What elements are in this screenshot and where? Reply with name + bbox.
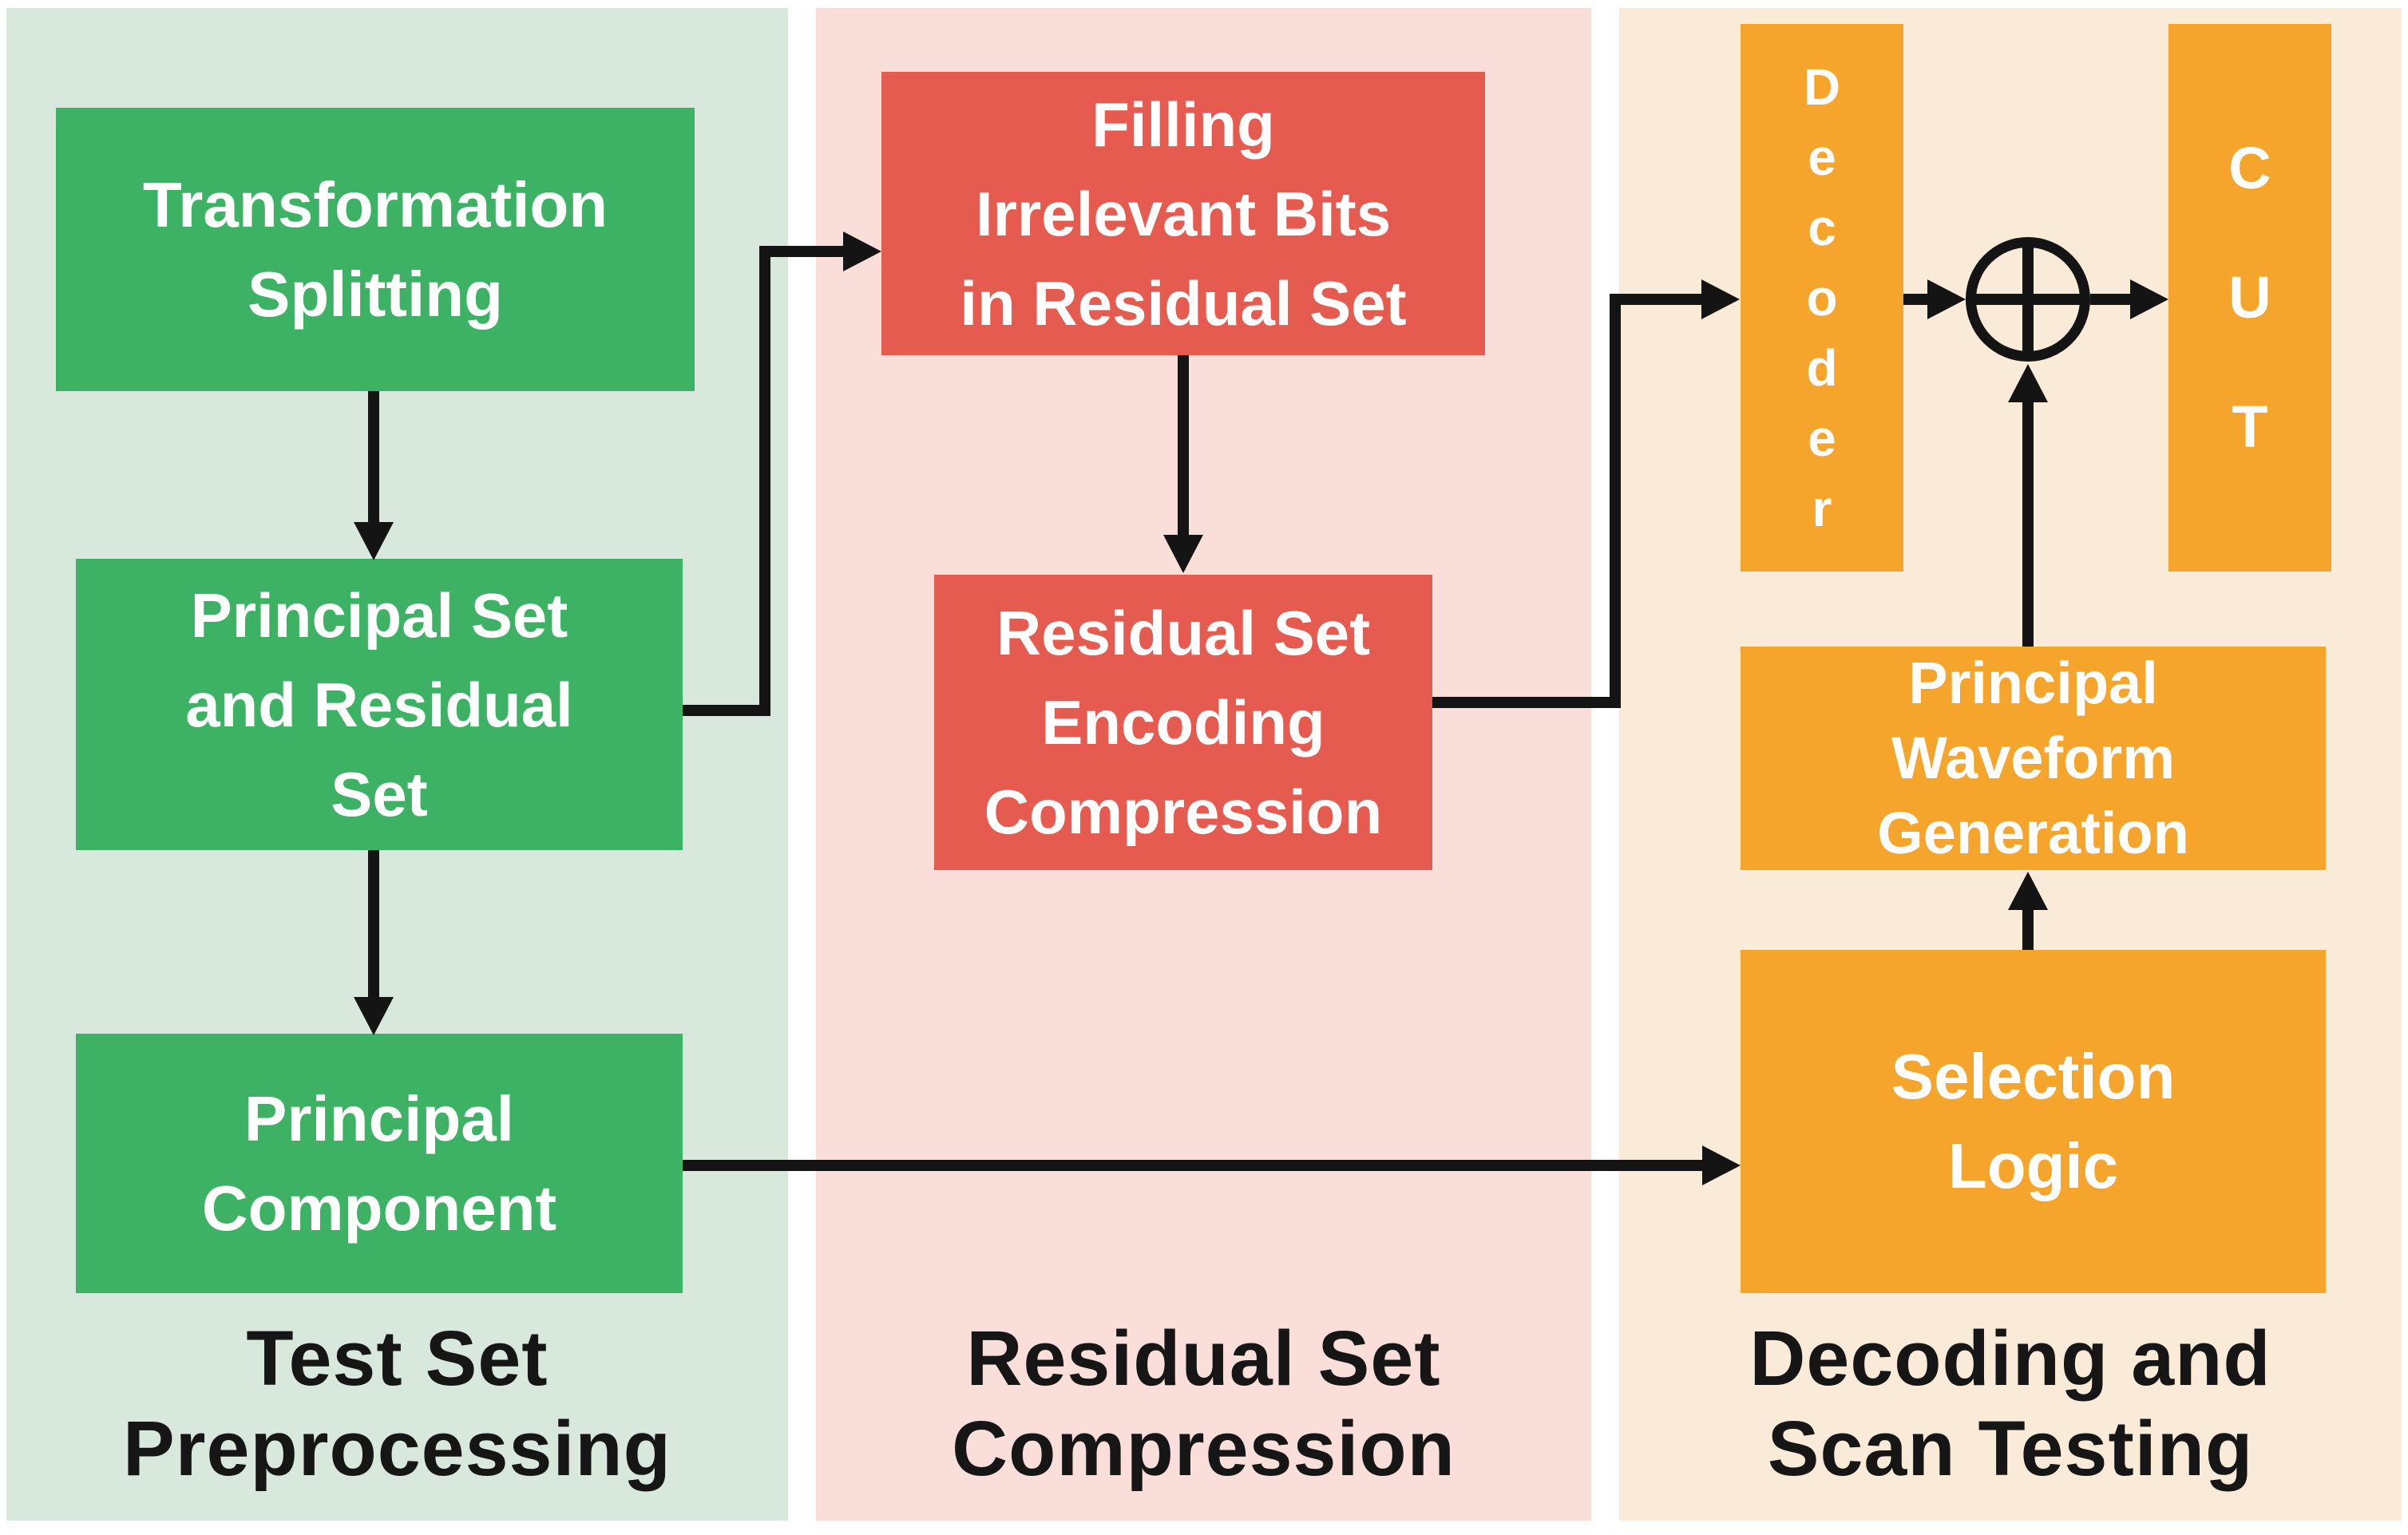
box-line: Generation [1877,800,2189,866]
pillar-letter: U [2228,264,2271,330]
box-line: Principal [244,1082,514,1154]
box-line: Selection [1891,1041,2176,1112]
box-decoder: D e c o d e r [1741,24,1903,572]
caption-line: Compression [952,1405,1455,1492]
pillar-letter: D [1803,58,1841,116]
box-line: Waveform [1891,725,2175,791]
caption-line: Decoding and [1749,1315,2271,1402]
pillar-letter: d [1806,339,1838,397]
box-line: Residual Set [996,598,1371,668]
caption-line: Residual Set [966,1315,1441,1402]
box-selection-logic: Selection Logic [1741,950,2326,1293]
caption-test-set-preprocessing: Test Set Preprocessing [6,1313,788,1493]
box-line: Transformation [142,168,608,240]
box-principal-set-and-residual-set: Principal Set and Residual Set [76,559,683,850]
box-line: Set [331,758,428,829]
pillar-letter: c [1808,199,1836,256]
pillar-letter: C [2228,135,2271,201]
box-transformation-splitting: Transformation Splitting [56,108,695,391]
box-line: Compression [984,777,1383,847]
pillar-letter: e [1808,129,1836,186]
pillar-letter: e [1808,409,1836,467]
pillar-letter: o [1806,269,1838,326]
pillar-letter: T [2232,394,2268,460]
box-line: Component [201,1172,557,1244]
box-principal-component: Principal Component [76,1034,683,1293]
box-line: Filling [1091,89,1275,160]
caption-line: Scan Testing [1767,1405,2254,1492]
box-line: Principal Set [190,580,568,651]
box-cut: C U T [2168,24,2331,572]
box-line: and Residual [185,669,573,740]
box-line: Irrelevant Bits [975,178,1392,249]
box-principal-waveform-generation: Principal Waveform Generation [1741,647,2326,870]
caption-residual-set-compression: Residual Set Compression [816,1313,1591,1493]
pillar-letter: r [1812,480,1832,537]
box-line: Principal [1908,650,2158,716]
caption-decoding-scan-testing: Decoding and Scan Testing [1619,1313,2402,1493]
box-line: in Residual Set [960,267,1407,338]
box-line: Encoding [1041,687,1325,758]
caption-line: Test Set [246,1315,549,1402]
caption-line: Preprocessing [123,1405,671,1492]
box-filling-irrelevant-bits: Filling Irrelevant Bits in Residual Set [881,72,1485,355]
box-line: Logic [1947,1130,2119,1201]
box-line: Splitting [248,258,503,330]
box-residual-set-encoding-compression: Residual Set Encoding Compression [934,575,1432,870]
